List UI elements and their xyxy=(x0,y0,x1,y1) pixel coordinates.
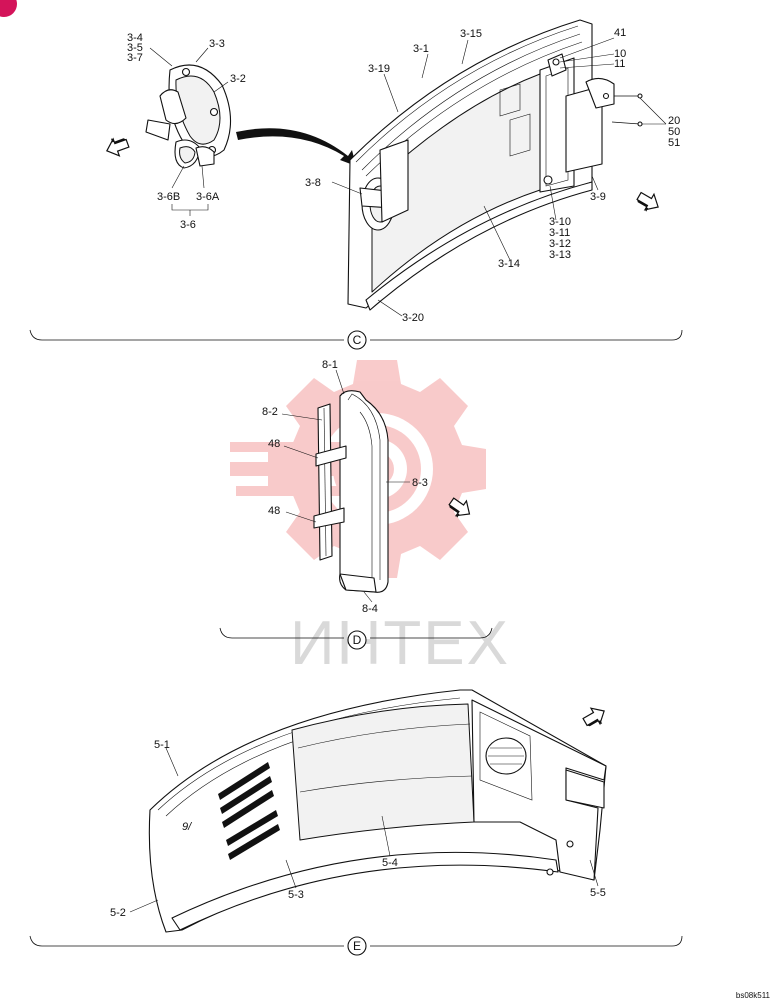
drawing-code: bs08k511 xyxy=(736,991,771,1000)
part-label: 10 xyxy=(614,48,626,60)
part-label: 3-6A xyxy=(196,191,220,203)
svg-text:9/: 9/ xyxy=(182,821,192,833)
pointer-arrow xyxy=(236,128,356,166)
part-label: 8-1 xyxy=(322,359,338,371)
section-e-label: E xyxy=(353,939,361,953)
part-label: 3-9 xyxy=(590,191,606,203)
part-label: 3-7 xyxy=(127,52,143,64)
part-label: 3-5 xyxy=(127,42,143,54)
part-label: 3-19 xyxy=(368,63,390,75)
part-label: 3-2 xyxy=(230,73,246,85)
part-label: 8-3 xyxy=(412,477,428,489)
section-d: D xyxy=(219,369,493,650)
part-label: 5-1 xyxy=(154,739,170,751)
section-c-bracket xyxy=(29,329,683,341)
part-label: 3-12 xyxy=(549,238,571,250)
arrow-right-icon xyxy=(636,191,659,212)
section-d-label: D xyxy=(353,633,362,647)
part-label: 5-4 xyxy=(382,857,398,869)
part-label: 50 xyxy=(668,126,680,138)
corner-badge xyxy=(0,0,17,17)
side-cover-part: 9/ xyxy=(129,689,607,933)
arrow-right-icon xyxy=(448,497,471,518)
part-label: 5-2 xyxy=(110,907,126,919)
labels-d: 8-1 8-2 48 8-3 48 8-4 xyxy=(262,359,428,615)
part-label: 48 xyxy=(268,505,280,517)
section-d-bracket xyxy=(219,627,493,639)
watermark-text: ИНТЕХ xyxy=(290,609,510,678)
part-label: 8-2 xyxy=(262,406,278,418)
arrow-left-icon xyxy=(106,137,130,157)
part-label: 3-3 xyxy=(209,38,225,50)
part-label: 3-11 xyxy=(549,227,570,239)
part-label: 3-14 xyxy=(498,258,520,270)
part-label: 5-3 xyxy=(288,889,304,901)
part-label: 8-4 xyxy=(362,603,378,615)
mirror-mount-assembly xyxy=(145,47,232,216)
part-label: 5-5 xyxy=(590,887,606,899)
labels-e: 5-1 5-4 5-3 5-2 5-5 xyxy=(110,739,606,919)
section-c-badge xyxy=(347,330,367,350)
door-panel xyxy=(331,19,667,317)
part-label: 3-10 xyxy=(549,216,571,228)
arrow-right-icon xyxy=(582,707,605,727)
vent-grille xyxy=(218,762,280,860)
part-label: 51 xyxy=(668,137,680,149)
section-d-badge xyxy=(347,630,367,650)
section-e-badge xyxy=(347,936,367,956)
part-label: 11 xyxy=(614,58,625,70)
section-c-label: C xyxy=(353,333,362,347)
part-label: 3-4 xyxy=(127,32,143,44)
part-label: 3-6 xyxy=(180,219,196,231)
section-e-bracket xyxy=(29,935,683,947)
section-e: 9/ E xyxy=(29,689,683,956)
labels-c: 3-4 3-5 3-7 3-3 3-2 3-6B 3-6A 3-6 3-1 3-… xyxy=(127,27,680,324)
part-label: 3-1 xyxy=(413,43,429,55)
part-label: 3-6B xyxy=(157,191,180,203)
part-label: 3-15 xyxy=(460,28,482,40)
part-label: 3-8 xyxy=(305,177,321,189)
section-c: C xyxy=(29,19,683,350)
part-label: 3-13 xyxy=(549,249,571,261)
part-label: 41 xyxy=(614,27,626,39)
part-label: 48 xyxy=(268,438,280,450)
part-label: 20 xyxy=(668,115,680,127)
part-label: 3-20 xyxy=(402,312,424,324)
weatherstrip-part xyxy=(281,369,410,603)
